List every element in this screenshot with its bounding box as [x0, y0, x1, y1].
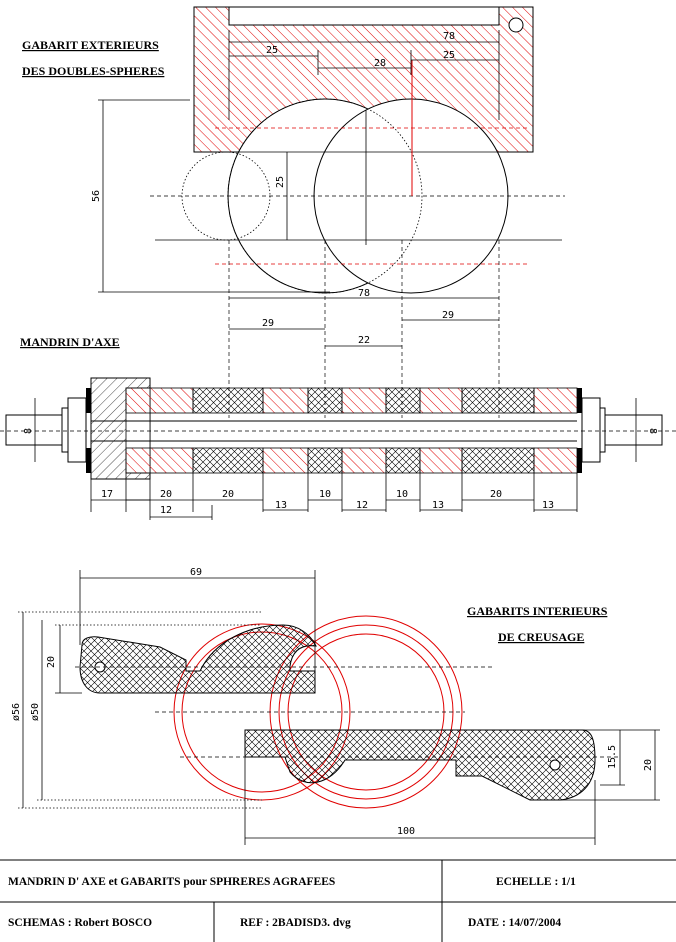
dim-seg-c: 13 [275, 500, 287, 511]
dim-top-overall: 78 [443, 31, 455, 42]
mandrel-dimensions: 17 20 20 13 10 12 10 13 20 13 12 [90, 473, 578, 520]
dim-mid-right: 29 [442, 310, 454, 321]
hanging-hole [508, 17, 524, 33]
title-block: MANDRIN D' AXE et GABARITS pour SPHRERES… [0, 859, 676, 942]
exterior-title-line2: DES DOUBLES-SPHERES [22, 64, 165, 78]
title-block-ref: REF : 2BADISD3. dvg [240, 917, 351, 929]
dim-seg-f: 10 [396, 489, 408, 500]
left-shaft [5, 414, 69, 446]
dim-seg-d: 10 [319, 489, 331, 500]
dim-top-left: 25 [266, 45, 278, 56]
dim-int-d50: ø50 [30, 703, 41, 721]
dim-seg-a: 20 [160, 489, 172, 500]
interior-title-line1: GABARITS INTERIEURS [467, 604, 608, 618]
dim-top-middle: 28 [374, 58, 386, 69]
dim-int-100: 100 [397, 826, 415, 837]
dim-seg-i: 13 [542, 500, 554, 511]
exterior-dimensions: 78 25 28 25 56 25 78 29 29 22 [91, 30, 500, 418]
mandrel-title: MANDRIN D'AXE [20, 335, 120, 349]
title-block-author: SCHEMAS : Robert BOSCO [8, 917, 152, 929]
dim-seg-b: 20 [222, 489, 234, 500]
dim-seg-g: 13 [432, 500, 444, 511]
dim-height-25: 25 [275, 176, 286, 188]
dim-top-right: 25 [443, 50, 455, 61]
interior-dimensions: 69 20 ø56 ø50 15.5 20 100 [11, 567, 660, 845]
exterior-title-line1: GABARIT EXTERIEURS [22, 38, 159, 52]
dim-mid-overall: 78 [358, 288, 370, 299]
mandrel-section: MANDRIN D'AXE 8 8 [0, 335, 676, 520]
title-block-title: MANDRIN D' AXE et GABARITS pour SPHRERES… [8, 876, 335, 888]
right-shaft [601, 414, 663, 446]
dim-seg-h: 20 [490, 489, 502, 500]
dim-mid-center: 22 [358, 335, 370, 346]
dim-mid-left: 29 [262, 318, 274, 329]
title-block-date: DATE : 14/07/2004 [468, 917, 561, 929]
mandrel-lower-bar [125, 447, 578, 474]
dim-int-d56: ø56 [11, 703, 22, 721]
exterior-gauge-section: GABARIT EXTERIEURS DES DOUBLES-SPHERES 7… [22, 6, 565, 418]
dim-int-20-right: 20 [643, 759, 654, 771]
dim-int-69: 69 [190, 567, 202, 578]
title-block-scale: ECHELLE : 1/1 [496, 876, 576, 888]
dim-seg-17: 17 [101, 489, 113, 500]
left-interior-gauge [79, 624, 317, 694]
dim-seg-12: 12 [160, 505, 172, 516]
dim-height-56: 56 [91, 190, 102, 202]
right-interior-gauge [244, 729, 596, 801]
dim-int-20-left: 20 [46, 656, 57, 668]
dim-seg-e: 12 [356, 500, 368, 511]
interior-title-line2: DE CREUSAGE [498, 630, 584, 644]
interior-gauge-section: GABARITS INTERIEURS DE CREUSAGE 69 [11, 567, 660, 845]
dim-int-15-5: 15.5 [607, 745, 618, 769]
mandrel-upper-bar [125, 387, 578, 414]
